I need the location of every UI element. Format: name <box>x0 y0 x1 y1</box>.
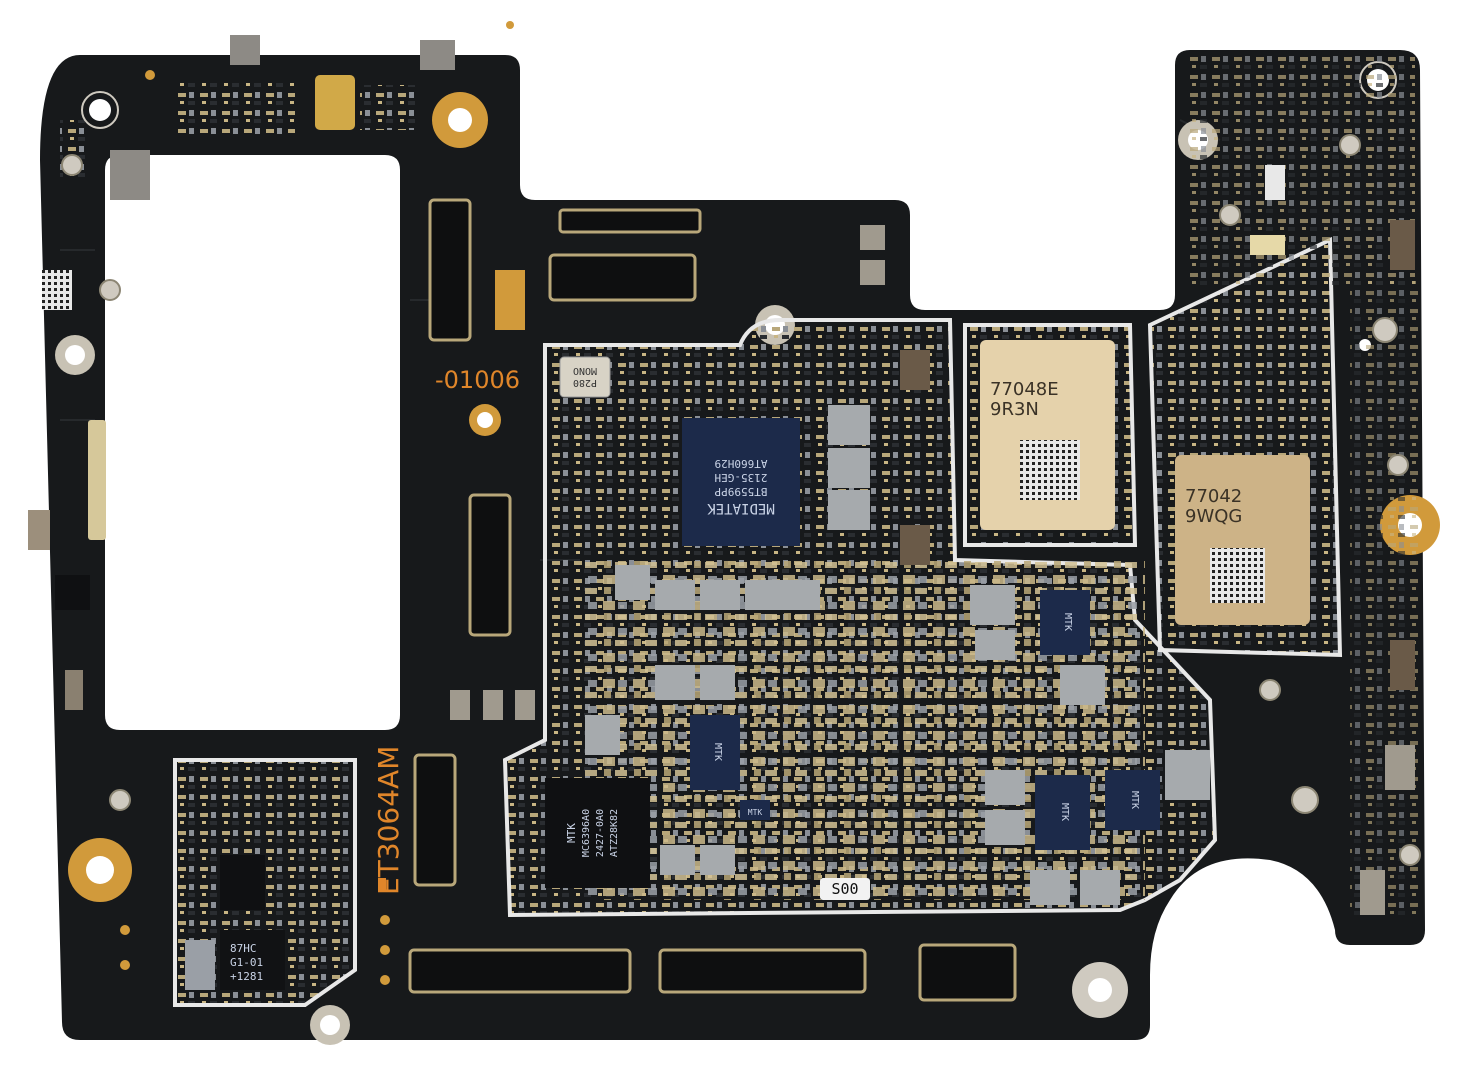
flex-connectors <box>408 198 1017 1002</box>
soc-line-3: 2135-GEH <box>715 471 768 484</box>
silkscreen-bottom-tag: S00 <box>831 880 858 898</box>
silkscreen-orange-mark <box>378 878 386 892</box>
mtk-small-chips: MTK MTK MTK MTK MTK <box>690 590 1160 850</box>
antenna-connectors <box>61 134 1421 866</box>
mtk-pmic-chip: MTK MC6396A0 2427-0A0 ATZ28K82 <box>545 778 650 888</box>
gold-pads <box>120 21 525 985</box>
pmic-small-line-1: 87HC <box>230 942 257 955</box>
silkscreen-revision: -01006 <box>435 366 520 394</box>
rf-module-2-line-1: 77042 <box>1185 486 1242 507</box>
crystal-line-2: MONO <box>573 365 597 376</box>
top-left-components <box>110 35 455 200</box>
silkscreen-tag-box <box>820 878 870 900</box>
rf-module-2: 77042 9WQG <box>1175 455 1310 625</box>
right-edge-components <box>1350 280 1420 920</box>
silkscreen-board-code: ET3064AM <box>372 746 405 895</box>
pmic-small-line-3: +1281 <box>230 970 263 983</box>
soc-line-2: BT5599PP <box>714 485 767 498</box>
mtk-chip-3-label: MTK <box>1059 803 1070 821</box>
camera-cutout <box>105 155 400 730</box>
top-right-components <box>1185 55 1415 285</box>
pmic-small-line-2: G1-01 <box>230 956 263 969</box>
mediatek-soc-chip: MEDIATEK BT5599PP 2135-GEH AT660H29 <box>682 418 800 546</box>
inductors <box>585 405 1210 905</box>
rf-module-1-line-1: 77048E <box>990 379 1059 400</box>
pmic-line-3: 2427-0A0 <box>595 809 606 857</box>
pmic-line-1: MTK <box>565 823 578 843</box>
soc-line-1: MEDIATEK <box>707 500 775 516</box>
crystal-oscillator: P280 MONO <box>559 356 611 398</box>
mtk-chip-1-label: MTK <box>1062 613 1073 631</box>
mtk-chip-2-label: MTK <box>712 743 723 761</box>
mtk-chip-4-label: MTK <box>1129 791 1140 809</box>
pmic-small-chip: 87HC G1-01 +1281 <box>185 855 285 990</box>
rf-module-2-line-2: 9WQG <box>1185 506 1242 527</box>
mtk-chip-5-label: MTK <box>748 808 763 817</box>
side-switches <box>450 165 1415 915</box>
rf-module-1-line-2: 9R3N <box>990 399 1039 420</box>
rf-module-1: 77048E 9R3N <box>980 340 1115 530</box>
pmic-line-2: MC6396A0 <box>581 809 592 857</box>
brown-inductors <box>900 220 1415 690</box>
trace-lines <box>60 119 1221 561</box>
crystal-line-1: P280 <box>573 377 597 388</box>
soc-line-4: AT660H29 <box>715 457 768 470</box>
pmic-line-4: ATZ28K82 <box>609 809 620 857</box>
left-edge-components <box>28 120 106 710</box>
